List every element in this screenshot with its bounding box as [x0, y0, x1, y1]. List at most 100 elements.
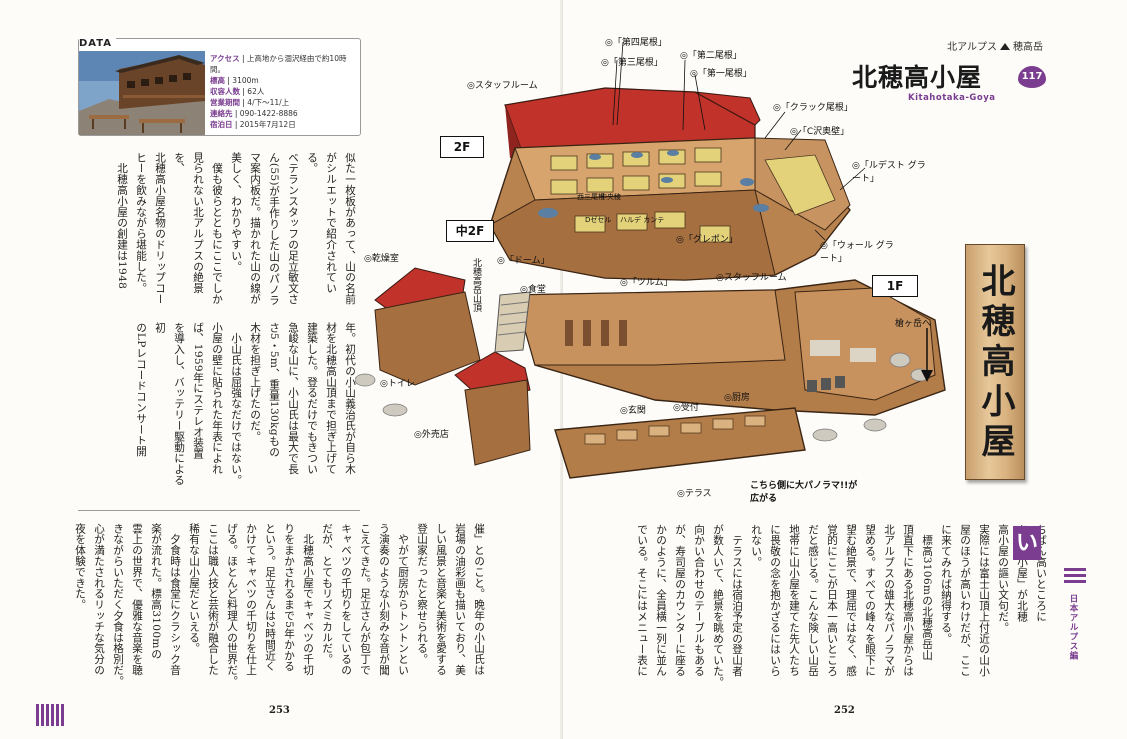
label-shokudo: ◎食堂	[520, 285, 546, 295]
text-line: 小山氏は屈強なだけではない。	[230, 322, 242, 486]
text-line: れない。	[750, 524, 762, 568]
text-line: 催」とのこと。晩年の小山氏は	[473, 523, 485, 676]
floor-2f: 2F	[440, 136, 484, 158]
hut-number-badge: 117	[1018, 66, 1046, 88]
data-fields: アクセス | 上高地から涸沢経由で約10時間。 標高 | 3100m 収容人数 …	[210, 53, 358, 130]
data-season: 営業期間 | 4/下〜11/上	[210, 98, 290, 107]
hut-photo	[79, 51, 205, 135]
label-dai2: ◎「第二尾根」	[680, 51, 742, 61]
hut-title: 北穂高小屋	[852, 63, 983, 92]
label-uketsuke: ◎受付	[673, 403, 699, 413]
data-box: DATA アクセス | 上高地から涸沢経由で約10時間。 標高 | 31	[78, 38, 361, 136]
page-number-left: 253	[269, 705, 290, 716]
text-line: 年。初代の小山義治氏が自ら木	[344, 322, 356, 475]
text-line: 北アルプスの雄大なパノラマが	[883, 524, 895, 677]
text-line: 夕食時は食堂にクラシック音	[169, 523, 181, 676]
text-line: こえてきた。足立さんが包丁で	[359, 523, 371, 676]
text-line: 心が満たされるリッチな気分の	[93, 523, 105, 676]
data-contact: 連絡先 | 090-1422-8886	[210, 109, 298, 118]
label-tsurumu: ◎「ツルム」	[620, 278, 673, 288]
hut-cutaway-illustration	[355, 41, 946, 479]
text-line: がシルエットで紹介されている。	[306, 152, 337, 294]
text-line: 北穂高小屋でキャベツの千切	[302, 523, 314, 676]
text-line: のLPレコードコンサート開	[135, 322, 147, 457]
text-line: ヒーを飲みながら堪能した。	[135, 152, 147, 294]
label-wall: ◎「ウォール グラート」	[820, 241, 894, 264]
section-tab-label: 日本アルプス編	[1068, 594, 1078, 661]
text-line: 実際には富士山頂上付近の山小	[978, 524, 990, 677]
text-line: さ5・5m、重量130kgもの	[268, 322, 280, 458]
label-tosei: Dゼセル	[585, 216, 612, 224]
text-line: という。足立さんは2時間近く	[264, 523, 276, 672]
data-tag: DATA	[79, 38, 117, 49]
text-line: テラスには宿泊予定の登山者	[731, 524, 743, 677]
label-dai3: ◎「第三尾根」	[601, 58, 663, 68]
label-crack: ◎「クラック尾根」	[773, 103, 853, 113]
text-line: かのように、全員横一列に並ん	[655, 524, 667, 677]
body-text-lower: 催」とのこと。晩年の小山氏は岩場の油彩画も描いており、美しい風景と音楽と美術を愛…	[70, 523, 488, 695]
text-line: きながらいただく夕食は格別だ。	[112, 523, 124, 687]
text-line: かけてキャベツの千切りを仕上	[245, 523, 257, 676]
text-line: キャベツの千切りをしているの	[340, 523, 352, 676]
label-dome: ◎「ドーム」	[497, 256, 550, 266]
text-line: 高小屋の謳い文句だ。	[997, 524, 1009, 633]
hut-romaji: Kitahotaka-Goya	[908, 93, 996, 103]
text-line: 北穂高小屋名物のドリップコー	[154, 152, 166, 305]
page-stripes	[36, 704, 64, 726]
text-line: だが、とてもリズミカルだ。	[321, 523, 333, 665]
text-line: 稀有な山小屋だといえる。	[188, 523, 200, 654]
label-dai4: ◎「第四尾根」	[605, 38, 667, 48]
text-line: 望む絶景で、理屈ではなく、感	[845, 524, 857, 677]
label-genkan: ◎玄関	[620, 406, 646, 416]
label-gaisen: ◎外売店	[414, 430, 449, 440]
text-line: でいる。そこにはメニュー表に	[636, 524, 648, 677]
text-line: ば、1959年にステレオ装置	[192, 322, 204, 460]
body-text-upper-left: 年。初代の小山義治氏が自ら木材を北穂高山頂まで担ぎ上げて建築した。登るだけでもき…	[135, 322, 359, 494]
data-altitude: 標高 | 3100m	[210, 76, 259, 85]
text-line: 地帯に山小屋を建てた先人たち	[788, 524, 800, 677]
body-text-upper-right: 似た一枚板があって、山の名前がシルエットで紹介されている。ベテランスタッフの足立…	[116, 152, 359, 310]
text-line: 小屋の壁に貼られた年表によれ	[211, 322, 223, 475]
label-chuo: 中央稜	[600, 193, 621, 201]
label-toilet: ◎トイレ	[380, 379, 415, 389]
label-panorama: こちら側に大パノラマ!!が広がる	[750, 481, 858, 504]
page-number-right: 252	[834, 705, 855, 716]
text-line: 標高3106mの北穂高岳山	[921, 524, 933, 661]
text-line: 木材を担ぎ上げたのだ。	[249, 322, 261, 442]
text-line: だと感じる。こんな険しい山岳	[807, 524, 819, 677]
mountain-icon	[1000, 43, 1010, 50]
text-line: 北穂高小屋の創建は1948	[116, 152, 128, 290]
text-line: 登山家だったと察せられる。	[416, 523, 428, 665]
text-line: 頂直下にある北穂高小屋からは	[902, 524, 914, 677]
text-line: が数人いて、絶景を眺めていた。	[712, 524, 724, 688]
text-line: に来てみれば納得する。	[940, 524, 952, 644]
data-access: アクセス | 上高地から涸沢経由で約10時間。	[210, 54, 347, 74]
text-line: 僕も彼らとともにここでしか	[211, 152, 223, 305]
text-line: 夜を体験できた。	[74, 523, 86, 611]
label-dai1: ◎「第一尾根」	[690, 69, 752, 79]
label-nishi: 西三尾根	[577, 193, 605, 201]
hut-wooden-sign: 北穂高小屋	[965, 244, 1025, 480]
text-line: 見られない北アルプスの絶景を、	[173, 152, 204, 294]
text-line: 美しく、わかりやすい。	[230, 152, 242, 272]
text-line: 建築した。登るだけでもきつい	[306, 322, 318, 475]
text-line: ベテランスタッフの足立敏文さ	[287, 152, 299, 305]
text-line: ここは職人技と芸術が融合した	[207, 523, 219, 676]
data-capacity: 収容人数 | 62人	[210, 87, 265, 96]
text-line: 覚的にここが日本一高いところ	[826, 524, 838, 677]
section-tab: 日本アルプス編	[1064, 568, 1086, 668]
data-stay-date: 宿泊日 | 2015年7月12日	[210, 120, 296, 129]
text-line: げる。ほとんど料理人の世界だ。	[226, 523, 238, 687]
text-line: 望める。すべての峰々を眼下に	[864, 524, 876, 677]
text-line: が、寿司屋のカウンターに座る	[674, 524, 686, 677]
text-line: ん(55)が手作りした山のパノラ	[268, 152, 280, 306]
text-line: を導入し、バッテリー駆動による初	[154, 322, 185, 486]
label-c-guide: ハルデ カンテ	[620, 216, 665, 224]
text-line: 岩場の油彩画も描いており、美	[454, 523, 466, 676]
text-line: 向かい合わせのテーブルもある	[693, 524, 705, 677]
label-yarigatake: 槍ヶ岳へ	[895, 319, 932, 329]
text-line: りをまかされるまで5年かかる	[283, 523, 295, 672]
region-label: 北アルプス穂高岳	[947, 42, 1043, 53]
column-rule	[78, 510, 360, 511]
label-terrace: ◎テラス	[677, 489, 712, 499]
